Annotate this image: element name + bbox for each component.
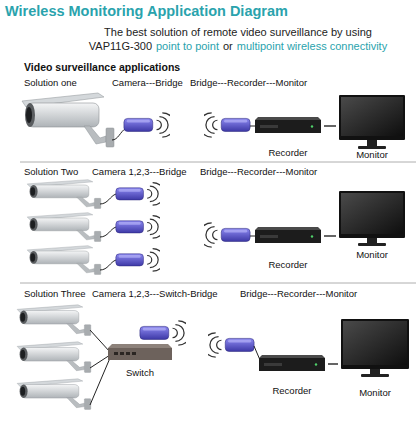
cable-line	[90, 330, 110, 352]
monitor-stand	[361, 374, 389, 377]
camera-illustration	[27, 180, 101, 209]
subtitle-text: The best solution of remote video survei…	[104, 26, 372, 38]
monitor-node: Monitor	[336, 188, 408, 260]
switch-node: Switch	[104, 344, 176, 378]
cable-connector	[328, 363, 338, 364]
recorder-led	[315, 363, 317, 365]
bridge-device	[116, 183, 165, 206]
recorder-detail	[260, 235, 278, 238]
monitor-node: Monitor	[336, 92, 408, 160]
device-label: Monitor	[336, 249, 408, 260]
recorder-device	[255, 117, 321, 120]
solution-label: Solution Two	[24, 166, 78, 177]
row-divider	[20, 162, 416, 163]
recorder-node: Recorder	[252, 118, 324, 158]
switch-device	[108, 344, 172, 348]
subtitle-highlight: point to point	[156, 40, 219, 52]
recorder-node: Recorder	[252, 228, 324, 270]
monitor-screen	[343, 321, 407, 365]
bridge-device	[116, 249, 165, 272]
recorder-device	[255, 230, 321, 243]
device-label: Monitor	[336, 149, 408, 160]
recorder-detail	[264, 363, 282, 366]
monitor-stand	[358, 243, 386, 246]
recorder-device	[255, 120, 321, 133]
solution-label: Solution one	[24, 77, 77, 88]
switch-port	[132, 352, 136, 355]
camera-illustration	[17, 342, 91, 373]
recorder-device	[259, 355, 325, 358]
subtitle-line: VAP11G-300 point to point or multipoint wir…	[60, 40, 416, 52]
monitor-screen	[341, 97, 403, 136]
recorder-device	[255, 227, 321, 230]
cable-line	[112, 128, 126, 140]
subtitle-highlight: multipoint wireless connectivity	[237, 40, 387, 52]
device-label: Recorder	[256, 385, 328, 396]
device-label: Recorder	[252, 147, 324, 158]
recorder-detail	[260, 125, 278, 128]
bridge-device	[199, 113, 250, 137]
topology-label: Bridge---Recorder---Monitor	[240, 288, 357, 299]
subtitle-text: VAP11G-300	[89, 40, 152, 52]
camera-illustration	[27, 213, 101, 242]
recorder-led	[311, 125, 313, 127]
subtitle-text: or	[223, 40, 233, 52]
monitor-screen	[341, 193, 403, 234]
cable-line	[100, 260, 116, 270]
topology-label: Camera 1,2,3---Switch-Bridge	[92, 288, 218, 299]
monitor-device	[341, 319, 409, 369]
recorder-device	[259, 358, 325, 371]
device-label: Monitor	[338, 387, 412, 398]
device-label: Recorder	[252, 259, 324, 270]
cable-line	[100, 227, 116, 237]
monitor-device	[339, 191, 405, 238]
bridge-device	[140, 321, 191, 345]
topology-label: Camera---Bridge	[112, 77, 183, 88]
topology-label: Camera 1,2,3---Bridge	[92, 166, 187, 177]
switch-device	[108, 348, 172, 360]
monitor-stand	[358, 146, 386, 149]
recorder-node: Recorder	[256, 356, 328, 396]
subtitle-line: The best solution of remote video survei…	[60, 26, 416, 38]
solution-label: Solution Three	[24, 288, 86, 299]
cable-line	[100, 194, 116, 204]
switch-port	[120, 352, 124, 355]
row-divider	[20, 283, 416, 284]
topology-label: Bridge---Recorder---Monitor	[190, 77, 307, 88]
camera-illustration	[17, 379, 91, 410]
device-label: Switch	[104, 367, 176, 378]
monitor-device	[339, 95, 405, 140]
bridge-device	[116, 216, 165, 239]
camera-illustration	[27, 246, 101, 275]
monitor-stand	[367, 140, 377, 147]
monitor-node: Monitor	[338, 316, 412, 398]
section-heading: Video surveillance applications	[24, 61, 180, 73]
topology-label: Bridge---Recorder---Monitor	[200, 166, 317, 177]
switch-port	[126, 352, 130, 355]
recorder-led	[311, 235, 313, 237]
bridge-device	[124, 113, 175, 137]
diagram-title: Wireless Monitoring Application Diagram	[5, 3, 288, 19]
camera-illustration	[17, 305, 91, 336]
cable-connector	[324, 235, 336, 236]
bridge-device	[199, 223, 250, 247]
cable-connector	[324, 125, 336, 126]
camera-illustration	[22, 93, 114, 147]
bridge-device	[203, 333, 254, 357]
switch-port	[114, 352, 118, 355]
cable-line	[90, 358, 110, 405]
